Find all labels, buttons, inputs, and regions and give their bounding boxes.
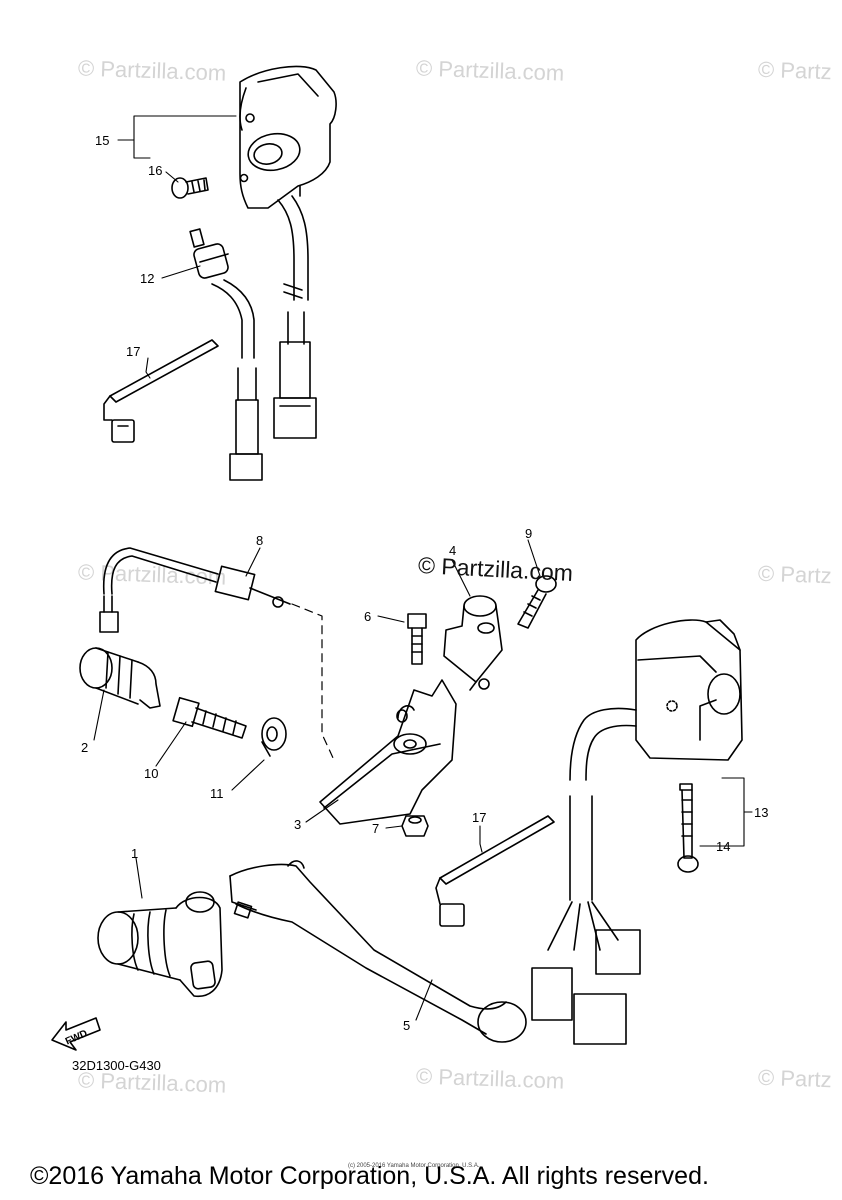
footer-copyright: ©2016 Yamaha Motor Corporation, U.S.A. A… bbox=[30, 1162, 709, 1190]
callout-10: 10 bbox=[144, 766, 158, 781]
callout-17-upper: 17 bbox=[126, 344, 140, 359]
callout-4: 4 bbox=[449, 543, 456, 558]
callout-9: 9 bbox=[525, 526, 532, 541]
assembly-line bbox=[291, 603, 335, 761]
leader-lines bbox=[93, 115, 753, 1021]
callout-13: 13 bbox=[754, 805, 768, 820]
switch-housing-15 bbox=[239, 65, 337, 209]
callout-11: 11 bbox=[210, 786, 224, 801]
callout-2: 2 bbox=[81, 740, 88, 755]
clutch-switch-8 bbox=[99, 547, 291, 633]
callout-17-lower: 17 bbox=[472, 810, 486, 825]
callout-1: 1 bbox=[131, 846, 138, 861]
callout-7: 7 bbox=[372, 821, 379, 836]
callout-5: 5 bbox=[403, 1018, 410, 1033]
clamp-4 bbox=[443, 595, 503, 691]
switch-12 bbox=[189, 228, 263, 481]
callout-15: 15 bbox=[95, 133, 109, 148]
lever-5 bbox=[229, 860, 527, 1043]
fwd-arrow-icon bbox=[51, 1017, 101, 1051]
callout-14: 14 bbox=[716, 839, 730, 854]
screw-14 bbox=[677, 783, 699, 873]
bolt-9 bbox=[517, 575, 557, 629]
callout-6: 6 bbox=[364, 609, 371, 624]
callout-16: 16 bbox=[148, 163, 162, 178]
cable-tie-17-lower bbox=[435, 815, 555, 927]
switch-housing-13 bbox=[635, 619, 743, 761]
callout-3: 3 bbox=[294, 817, 301, 832]
callout-12: 12 bbox=[140, 271, 154, 286]
fine-print: (c) 2005-2016 Yamaha Motor Corporation, … bbox=[348, 1163, 480, 1169]
cable-tie-17-upper bbox=[103, 339, 219, 443]
adjuster-10 bbox=[172, 696, 247, 739]
switch-cable-13 bbox=[531, 707, 641, 1045]
switch-cable-15 bbox=[273, 195, 317, 439]
bolt-6 bbox=[407, 613, 427, 665]
screw-16 bbox=[171, 177, 209, 199]
lever-holder-3 bbox=[319, 679, 457, 825]
boot-2 bbox=[79, 647, 161, 709]
part-1 bbox=[97, 891, 223, 998]
nut-11 bbox=[261, 717, 287, 757]
callout-8: 8 bbox=[256, 533, 263, 548]
nut-7 bbox=[401, 815, 429, 837]
drawing-code: 32D1300-G430 bbox=[72, 1058, 161, 1073]
